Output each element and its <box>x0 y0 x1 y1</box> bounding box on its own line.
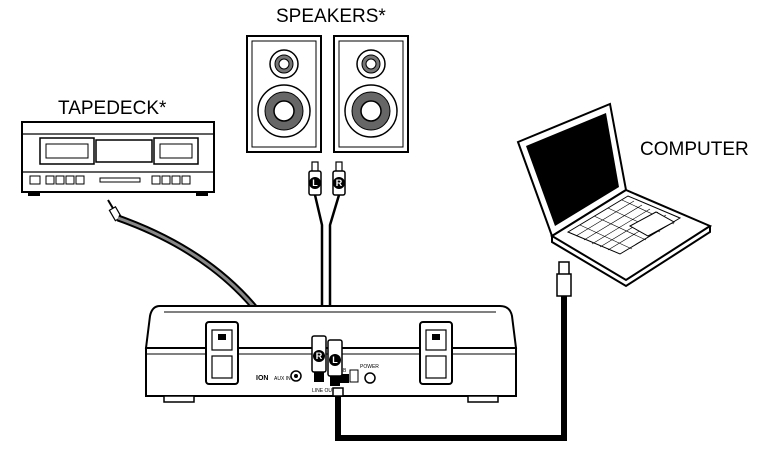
usb-port <box>340 374 349 383</box>
tapedeck-label: TAPEDECK* <box>58 98 167 119</box>
speakers-label: SPEAKERS* <box>276 6 386 27</box>
rca-bottom-right-mark: R <box>316 351 323 361</box>
speaker-left <box>246 35 322 153</box>
rca-plugs-top: L R <box>308 161 346 196</box>
aux-in-label: AUX IN <box>274 376 291 382</box>
laptop-trackpad <box>628 211 676 237</box>
hinge-right <box>419 321 453 385</box>
rca-plugs-bottom: R L <box>311 335 343 386</box>
rca-cable <box>313 194 324 340</box>
tapedeck <box>21 121 215 196</box>
rca-bottom-left-mark: L <box>332 355 338 365</box>
computer-laptop <box>516 102 713 288</box>
rca-top-right-mark: R <box>336 178 343 188</box>
power-knob <box>364 372 376 384</box>
brand-logo: ION <box>256 375 268 382</box>
power-switch <box>349 369 359 383</box>
hinge-left <box>205 321 239 385</box>
power-label: POWER <box>360 364 379 370</box>
usb-plug-bottom <box>332 387 344 397</box>
computer-label: COMPUTER <box>640 139 749 160</box>
line-out-label: LINE OUT <box>312 388 335 394</box>
laptop-screen <box>526 113 619 226</box>
speaker-right <box>333 35 409 153</box>
turntable: ION AUX IN LINE OUT USB POWER <box>144 305 518 403</box>
usb-cable <box>335 296 567 441</box>
rca-top-left-mark: L <box>312 178 318 188</box>
usb-plug-top <box>556 261 572 297</box>
